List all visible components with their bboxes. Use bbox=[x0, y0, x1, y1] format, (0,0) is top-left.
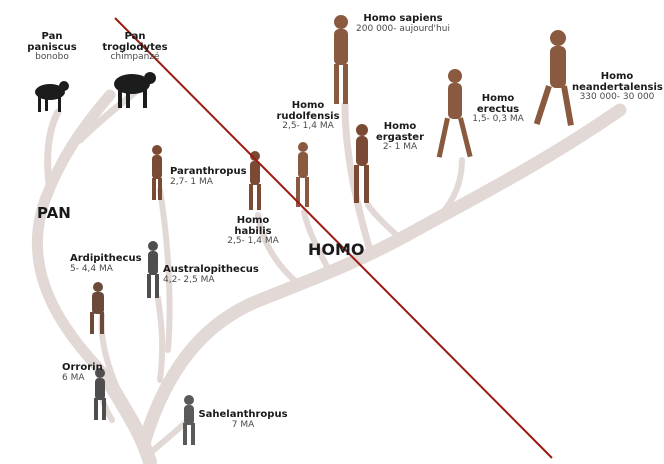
label-homo-erectus: Homo erectus 1,5- 0,3 MA bbox=[466, 94, 530, 124]
species-date: 2,5- 1,4 MA bbox=[222, 237, 284, 246]
paranthropus-figure bbox=[152, 145, 162, 200]
homo-rudolfensis-figure bbox=[296, 142, 309, 207]
species-date: 5- 4,4 MA bbox=[70, 265, 142, 274]
species-name: Homo erectus bbox=[466, 94, 530, 115]
species-name: Pan paniscus bbox=[22, 32, 82, 53]
label-sahelanthropus: Sahelanthropus 7 MA bbox=[198, 410, 288, 430]
species-name: Homo ergaster bbox=[372, 122, 428, 143]
branch-homo-ergaster bbox=[368, 205, 400, 238]
species-date: 2- 1 MA bbox=[372, 143, 428, 152]
chimpanzee-figure bbox=[114, 72, 156, 108]
group-label-homo: HOMO bbox=[308, 240, 365, 259]
species-date: 4,2- 2,5 MA bbox=[163, 276, 259, 285]
label-homo-sapiens: Homo sapiens 200 000- aujourd'hui bbox=[348, 14, 458, 34]
tree-branches bbox=[37, 92, 620, 462]
species-name: Homo rudolfensis bbox=[273, 101, 343, 122]
species-date: 2,5- 1,4 MA bbox=[273, 122, 343, 131]
homo-sapiens-figure bbox=[334, 15, 348, 104]
species-name: Orrorin bbox=[62, 363, 103, 374]
species-date: 1,5- 0,3 MA bbox=[466, 115, 530, 124]
species-date: 200 000- aujourd'hui bbox=[348, 25, 458, 34]
species-name: Australopithecus bbox=[163, 265, 259, 276]
label-homo-neandertalensis: Homo neandertalensis 330 000- 30 000 bbox=[572, 72, 662, 102]
species-name: Homo habilis bbox=[222, 216, 284, 237]
label-australopithecus: Australopithecus 4,2- 2,5 MA bbox=[163, 265, 259, 285]
homo-ergaster-figure bbox=[354, 124, 369, 203]
diagonal-strike-line bbox=[115, 18, 552, 458]
species-name: Sahelanthropus bbox=[198, 410, 288, 421]
sahelanthropus-figure bbox=[183, 395, 195, 445]
label-homo-ergaster: Homo ergaster 2- 1 MA bbox=[372, 122, 428, 152]
australopithecus-figure bbox=[147, 241, 159, 298]
label-homo-habilis: Homo habilis 2,5- 1,4 MA bbox=[222, 216, 284, 246]
species-name: Ardipithecus bbox=[70, 254, 142, 265]
group-label-pan: PAN bbox=[37, 204, 71, 222]
bonobo-figure bbox=[35, 81, 69, 112]
species-common-name: chimpanzé bbox=[100, 53, 170, 62]
species-date: 6 MA bbox=[62, 374, 103, 383]
species-date: 330 000- 30 000 bbox=[572, 93, 662, 102]
label-pan-troglodytes: Pan troglodytes chimpanzé bbox=[100, 32, 170, 62]
ardipithecus-figure bbox=[90, 282, 104, 334]
species-common-name: bonobo bbox=[22, 53, 82, 62]
species-name: Homo sapiens bbox=[348, 14, 458, 25]
label-orrorin: Orrorin 6 MA bbox=[62, 363, 103, 383]
species-date: 2,7- 1 MA bbox=[170, 178, 247, 187]
species-name: Pan troglodytes bbox=[100, 32, 170, 53]
species-name: Paranthropus bbox=[170, 167, 247, 178]
homo-neandertalensis-figure bbox=[534, 30, 574, 126]
species-name: Homo neandertalensis bbox=[572, 72, 662, 93]
label-homo-rudolfensis: Homo rudolfensis 2,5- 1,4 MA bbox=[273, 101, 343, 131]
label-pan-paniscus: Pan paniscus bonobo bbox=[22, 32, 82, 62]
branch-australopithecus bbox=[158, 298, 162, 380]
species-date: 7 MA bbox=[198, 421, 288, 430]
label-ardipithecus: Ardipithecus 5- 4,4 MA bbox=[70, 254, 142, 274]
label-paranthropus: Paranthropus 2,7- 1 MA bbox=[170, 167, 247, 187]
